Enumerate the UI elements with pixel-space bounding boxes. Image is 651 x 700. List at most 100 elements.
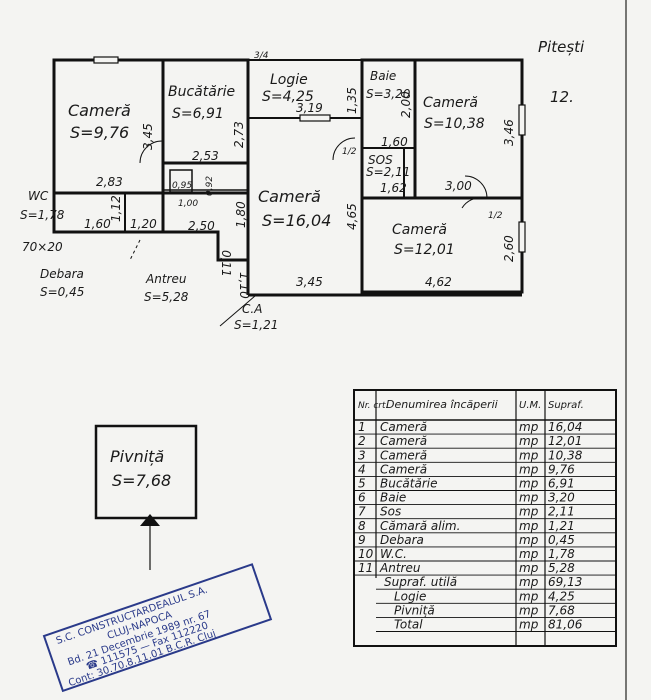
- table-cell-area: 16,04: [548, 420, 582, 434]
- table-cell-area: 6,91: [548, 477, 575, 491]
- room-sos-area: S=2,11: [366, 165, 410, 179]
- dim-1-62: 1,62: [380, 181, 407, 195]
- company-stamp: S.C. CONSTRUCTARDEALUL S.A. CLUJ-NAPOCA …: [42, 563, 273, 693]
- table-cell-name: Cameră: [380, 420, 427, 434]
- dim-2-60: 2,60: [502, 235, 516, 262]
- dim-3-19: 3,19: [296, 101, 323, 115]
- table-cell-area: 10,38: [548, 448, 583, 462]
- table-header-name: Denumirea încăperii: [386, 398, 498, 411]
- table-cell-area: 1,78: [548, 547, 575, 561]
- room-logie-name: Logie: [270, 72, 308, 88]
- dim-70x20: 70×20: [22, 240, 63, 254]
- table-cell-um: mp: [519, 547, 539, 561]
- room-ca-area: S=1,21: [234, 318, 278, 332]
- table-cell-um: mp: [519, 448, 539, 462]
- table-cell-name: Cameră: [380, 434, 427, 448]
- table-header-um: U.M.: [519, 400, 541, 411]
- dim-3-4: 3/4: [254, 51, 269, 61]
- entrance-arrow: [140, 514, 160, 526]
- table-summary-area: 4,25: [548, 589, 575, 603]
- table-cell-um: mp: [519, 462, 539, 476]
- table-summary-name: Total: [394, 618, 423, 632]
- table-cell-area: 0,45: [548, 533, 575, 547]
- table-cell-nr: 3: [358, 448, 366, 462]
- table-cell-name: Debara: [380, 533, 424, 547]
- dim-3-46: 3,46: [502, 119, 516, 146]
- room-camera-b-area: S=10,38: [424, 116, 485, 132]
- table-summary-um: mp: [519, 589, 539, 603]
- room-camera-a-name: Cameră: [68, 101, 131, 120]
- table-cell-nr: 10: [358, 547, 374, 561]
- table-cell-name: W.C.: [380, 547, 407, 561]
- table-summary-um: mp: [519, 575, 539, 589]
- table-cell-nr: 11: [358, 561, 373, 575]
- dim-1-2-a: 1/2: [342, 147, 357, 157]
- table-cell-nr: 9: [358, 533, 366, 547]
- table-cell-um: mp: [519, 434, 539, 448]
- dim-1-80: 1,80: [234, 201, 248, 228]
- dim-1-10: 1,10: [237, 272, 251, 299]
- table-cell-um: mp: [519, 561, 539, 575]
- pivnita-box: Pivniță S=7,68: [94, 424, 198, 570]
- table-cell-name: Cameră: [380, 462, 427, 476]
- table-cell-um: mp: [519, 519, 539, 533]
- dim-0-11: 0,11: [219, 250, 233, 277]
- table-cell-nr: 4: [358, 462, 366, 476]
- room-baie-area: S=3,20: [366, 87, 411, 101]
- table-cell-name: Cămară alim.: [380, 519, 460, 533]
- dim-0-92: 0,92: [205, 176, 215, 196]
- table-cell-nr: 1: [358, 420, 366, 434]
- dim-2-00: 2,00: [399, 91, 413, 118]
- table-cell-nr: 6: [358, 491, 366, 505]
- dim-1-35: 1,35: [345, 87, 359, 114]
- dim-1-60-wc: 1,60: [84, 217, 111, 231]
- room-bucatarie-area: S=6,91: [172, 106, 224, 122]
- pivnita-name: Pivniță: [110, 447, 164, 466]
- floor-plan: [52, 56, 526, 327]
- table-cell-um: mp: [519, 477, 539, 491]
- room-debara-area: S=0,45: [40, 285, 84, 299]
- room-camera-d-area: S=12,01: [394, 242, 455, 258]
- table-cell-um: mp: [519, 491, 539, 505]
- dim-4-62: 4,62: [425, 275, 452, 289]
- dim-1-20: 1,20: [130, 217, 157, 231]
- table-summary-name: Logie: [394, 589, 426, 603]
- table-summary-area: 81,06: [548, 618, 583, 632]
- table-cell-um: mp: [519, 420, 539, 434]
- room-sos-name: SOS: [368, 153, 393, 167]
- table-header-area: Supraf.: [548, 400, 584, 411]
- table-cell-area: 5,28: [548, 561, 575, 575]
- room-camera-d-name: Cameră: [392, 222, 447, 238]
- dim-2-53: 2,53: [192, 149, 219, 163]
- header-note: Pitești: [538, 38, 585, 56]
- room-labels: Cameră S=9,76 Bucătărie S=6,91 Logie S=4…: [20, 69, 485, 332]
- dim-1-2-b: 1/2: [488, 211, 503, 221]
- room-bucatarie-name: Bucătărie: [168, 84, 235, 100]
- room-camera-c-name: Cameră: [258, 187, 321, 206]
- dim-2-50: 2,50: [188, 219, 215, 233]
- table-summary-area: 69,13: [548, 575, 582, 589]
- room-camera-b-name: Cameră: [423, 95, 478, 111]
- room-debara-name: Debara: [40, 267, 84, 281]
- table-cell-um: mp: [519, 505, 539, 519]
- table-summary-um: mp: [519, 603, 539, 617]
- room-camera-a-area: S=9,76: [70, 123, 129, 142]
- table-summary-name: Pivniță: [394, 603, 435, 617]
- table-cell-name: Sos: [380, 505, 401, 519]
- room-antreu-name: Antreu: [145, 272, 187, 286]
- room-ca-name: C.A: [242, 302, 262, 316]
- table-cell-area: 3,20: [548, 491, 575, 505]
- dim-0-95: 0,95: [172, 181, 192, 191]
- room-antreu-area: S=5,28: [144, 290, 189, 304]
- table-cell-area: 12,01: [548, 434, 582, 448]
- table-cell-nr: 8: [358, 519, 366, 533]
- table-summary-area: 7,68: [548, 603, 575, 617]
- header-number: 12.: [550, 88, 574, 106]
- table-summary-name: Supraf. utilă: [384, 575, 457, 589]
- table-cell-area: 1,21: [548, 519, 575, 533]
- dim-1-60-baie: 1,60: [381, 135, 408, 149]
- dim-1-00: 1,00: [178, 199, 198, 209]
- table-cell-name: Bucătărie: [380, 477, 438, 491]
